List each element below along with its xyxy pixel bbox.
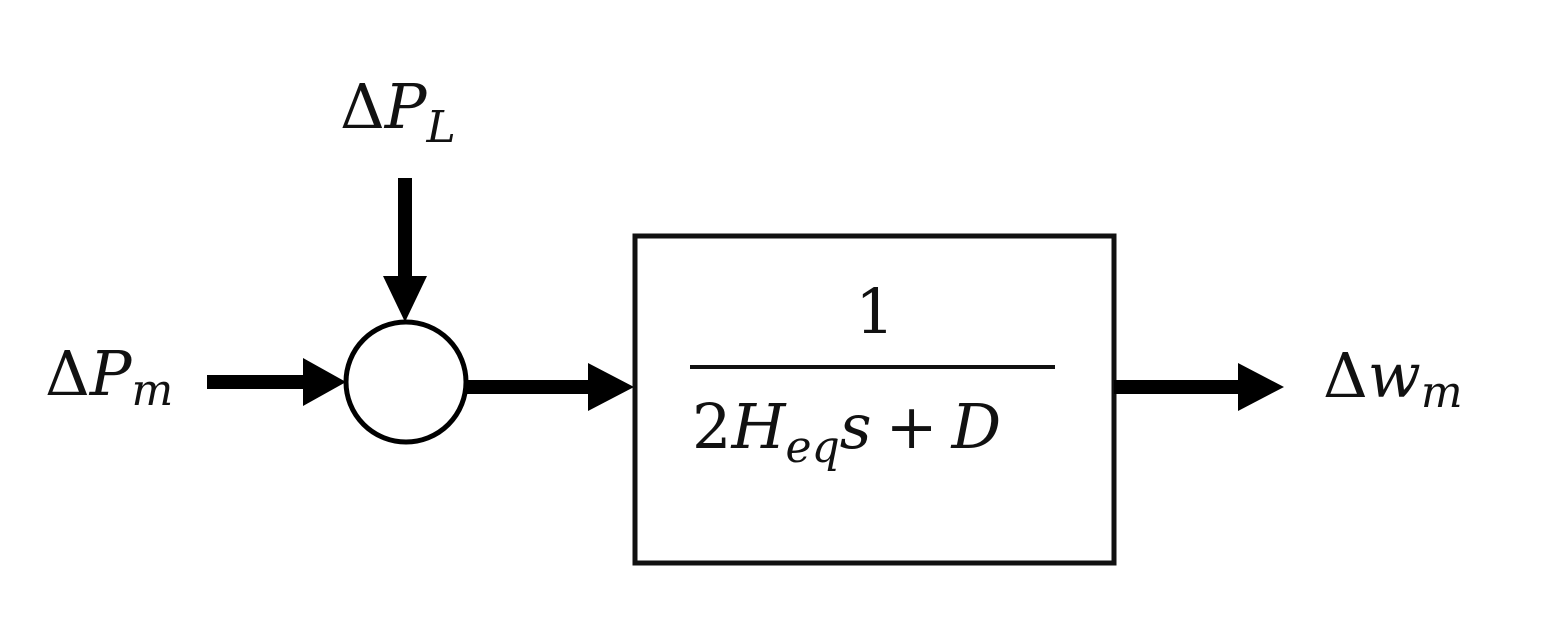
- denominator-constant: D: [951, 390, 1002, 463]
- disturbance-arrowhead: [383, 276, 427, 322]
- denominator-symbol: H: [730, 390, 787, 463]
- disturbance-label-subscript: L: [426, 102, 456, 153]
- denominator-subscript: eq: [786, 422, 840, 473]
- transfer-function-numerator: 1: [855, 275, 894, 348]
- output-label-symbol: w: [1368, 339, 1421, 412]
- disturbance-label: ΔPL: [340, 70, 456, 153]
- output-label-delta: Δ: [1323, 339, 1368, 412]
- output-arrow: [1114, 363, 1284, 411]
- denominator-variable: s: [840, 390, 872, 463]
- denominator-operator: +: [886, 390, 938, 463]
- input-arrow: [207, 358, 346, 406]
- denominator-coefficient: 2: [692, 390, 731, 463]
- junction-to-block-arrow: [466, 363, 634, 411]
- output-arrowhead: [1238, 363, 1284, 411]
- output-label: Δwm: [1323, 339, 1463, 418]
- input-label-delta: Δ: [45, 337, 90, 410]
- junction-to-block-arrowhead: [588, 363, 634, 411]
- input-arrowhead: [303, 358, 346, 406]
- summing-junction: [343, 319, 469, 445]
- disturbance-arrow: [383, 178, 427, 322]
- output-label-subscript: m: [1421, 367, 1463, 418]
- transfer-function-block: [632, 233, 1117, 566]
- transfer-function-denominator: 2Heqs+D: [692, 390, 1001, 473]
- disturbance-label-symbol: P: [384, 70, 428, 143]
- input-label-subscript: m: [132, 365, 174, 416]
- input-label-symbol: P: [89, 337, 133, 410]
- input-label: ΔPm: [45, 337, 173, 416]
- disturbance-label-delta: Δ: [340, 70, 385, 143]
